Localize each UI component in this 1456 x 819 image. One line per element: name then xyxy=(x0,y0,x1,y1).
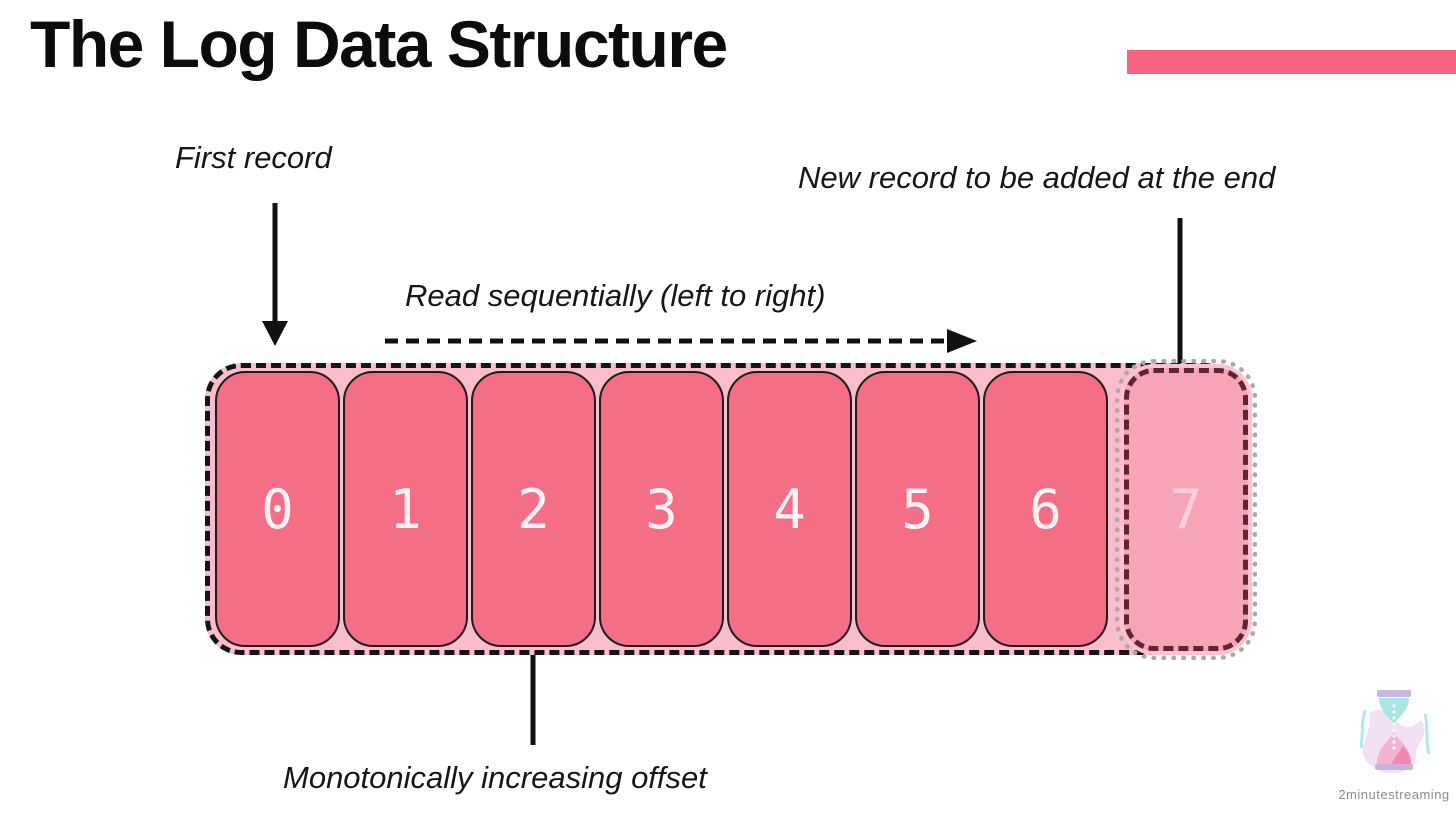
log-cell-4: 4 xyxy=(727,371,852,647)
brand-logo: 2minutestreaming xyxy=(1338,684,1450,802)
log-cell-1: 1 xyxy=(343,371,468,647)
first-record-label: First record xyxy=(175,140,332,175)
page-title: The Log Data Structure xyxy=(30,7,728,81)
new-record-label: New record to be added at the end xyxy=(798,160,1276,195)
accent-bar xyxy=(1127,50,1456,74)
brand-name: 2minutestreaming xyxy=(1338,787,1450,802)
log-container: 0 1 2 3 4 5 6 xyxy=(205,363,1240,655)
read-sequential-label: Read sequentially (left to right) xyxy=(405,278,826,313)
log-cell-2: 2 xyxy=(471,371,596,647)
log-cell-0: 0 xyxy=(215,371,340,647)
log-cell-3: 3 xyxy=(599,371,724,647)
log-cell-5: 5 xyxy=(855,371,980,647)
log-cell-pending-7: 7 xyxy=(1115,359,1257,660)
read-sequential-arrow-icon xyxy=(385,329,977,353)
first-record-arrow-icon xyxy=(262,203,288,346)
hourglass-icon xyxy=(1359,690,1431,774)
log-cell-6: 6 xyxy=(983,371,1108,647)
monotonic-offset-label: Monotonically increasing offset xyxy=(283,760,707,795)
